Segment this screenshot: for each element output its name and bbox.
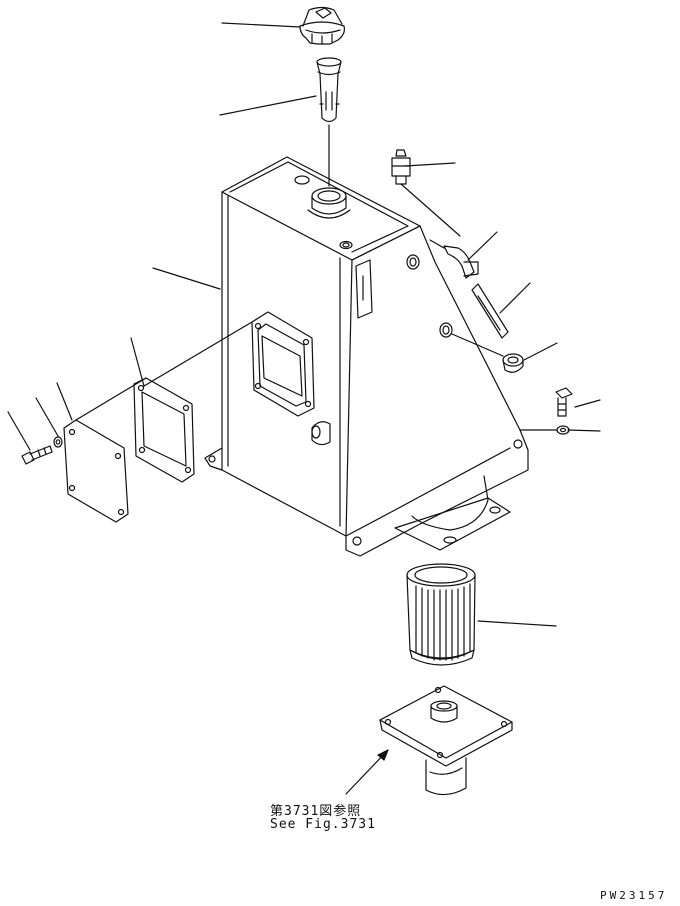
elbow-fitting bbox=[429, 239, 479, 279]
reference-english: See Fig.3731 bbox=[270, 817, 376, 832]
suction-flange bbox=[379, 685, 513, 796]
reference-japanese: 第3731図参照 bbox=[270, 804, 362, 819]
level-gauge bbox=[471, 283, 509, 339]
bolt-left bbox=[21, 436, 63, 465]
drawing-number: PW23157 bbox=[600, 889, 668, 902]
filler-cap bbox=[299, 6, 345, 45]
strainer bbox=[316, 57, 342, 187]
drain-fitting bbox=[451, 333, 524, 373]
cover-plate bbox=[63, 377, 147, 523]
gasket bbox=[133, 321, 253, 483]
filter-element bbox=[406, 563, 476, 666]
breather bbox=[391, 149, 461, 237]
hydraulic-tank bbox=[204, 156, 529, 557]
reference-arrow bbox=[345, 749, 389, 795]
leader-lines bbox=[7, 22, 601, 627]
bolt-right bbox=[519, 387, 573, 435]
